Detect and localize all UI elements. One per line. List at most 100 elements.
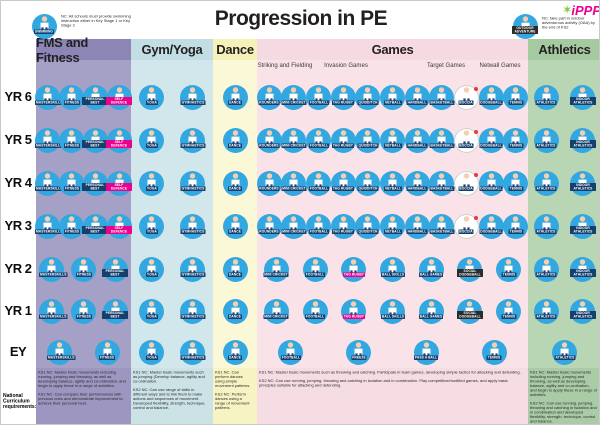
person-icon (462, 215, 471, 231)
activity-badge: TAG RUGBY (330, 127, 356, 153)
activity-badge-label: YOGA (145, 143, 158, 148)
person-icon (286, 341, 295, 357)
activity-badge: QUIDDITCH (355, 213, 381, 239)
activity-badge-label: PASS A BALL (414, 355, 439, 360)
activity-badge-banner: BOCCIA (453, 226, 479, 235)
activity-badge-banner: FITNESS (71, 269, 97, 278)
activity-badge: TAG RUGBY (341, 256, 367, 282)
activity-badge: QUIDDITCH (355, 170, 381, 196)
activity-badge-label: SWIMMING (33, 29, 55, 34)
activity-badge-label: GYMNASTICS (180, 186, 205, 191)
boccia-red-dot (473, 172, 478, 177)
activity-badge-banner: TENNIS (481, 352, 507, 361)
activity-badge: FITNESS (59, 213, 85, 239)
activity-badge: BASKETBALL (429, 84, 455, 110)
activity-badge-banner: MASTERSKILLS (34, 226, 64, 235)
person-icon (311, 258, 320, 274)
activity-badge: ATHLETICS (533, 84, 559, 110)
activity-badge: FITNESS (59, 127, 85, 153)
person-icon (188, 172, 197, 188)
activity-badge-banner: YOGA (139, 352, 165, 361)
activity-badge: TAG RUGBY (330, 170, 356, 196)
activity-badge: FITNESS (71, 298, 96, 324)
person-icon (67, 215, 76, 231)
activity-badge: BALL SKILLS (380, 298, 405, 324)
activity-badge-label: NETBALL (383, 229, 402, 234)
activity-badge-banner: MASTERSKILLS (34, 97, 64, 106)
activity-badge-banner: INDOOR ATHLETICS (569, 139, 596, 149)
person-icon (265, 86, 274, 102)
activity-badge-label: FITNESS (75, 314, 92, 319)
activity-badge: ROUNDERS (256, 170, 282, 196)
activity-badge-banner: DANCE (222, 311, 248, 320)
activity-badge-label: INDOOR ATHLETICS (569, 182, 596, 191)
activity-badge: MASTERSKILLS (34, 170, 64, 196)
activity-badge: PERSONAL BEST (102, 256, 129, 282)
activity-badge: TENNIS (496, 298, 522, 324)
activity-badge-label: BOCCIA (458, 186, 475, 191)
activity-badge: ROUNDERS (256, 213, 282, 239)
games-subheader-2: Target Games (426, 62, 466, 69)
activity-badge-label: MASTERSKILLS (34, 143, 64, 148)
activity-badge-label: FITNESS (63, 100, 80, 105)
person-icon (339, 129, 348, 145)
activity-badge-label: DANCE (227, 355, 243, 360)
activity-badge: ATHLETICS (533, 256, 559, 282)
activity-badge-label: PERSONAL BEST (102, 310, 129, 319)
activity-badge-banner: FOOTBALL (306, 140, 332, 149)
activity-badge: SOCIAL DODGEBALL (456, 256, 483, 282)
activity-badge-label: DANCE (227, 143, 243, 148)
person-icon (188, 258, 197, 274)
activity-badge: SELF DEFENCE (106, 213, 133, 239)
activity-badge-banner: SELF DEFENCE (106, 182, 133, 192)
activity-badge-banner: TENNIS (503, 226, 529, 235)
person-icon (511, 86, 520, 102)
activity-badge: SELF DEFENCE (106, 170, 133, 196)
activity-badge-banner: HANDBALL (404, 140, 430, 149)
column-header-athletics: Athletics (528, 39, 599, 60)
activity-badge-label: BOCCIA (458, 143, 475, 148)
nc-text-gym-ks1: KS1 NC: Master basic movements such as j… (133, 370, 205, 384)
person-icon (437, 129, 446, 145)
activity-badge: TAG RUGBY (330, 213, 356, 239)
activity-badge-banner: MINI CRICKET (281, 226, 307, 235)
activity-badge: GYMNASTICS (180, 127, 205, 153)
activity-badge-label: INDOOR ATHLETICS (569, 139, 596, 148)
person-icon (363, 215, 372, 231)
activity-badge: QUIDDITCH (355, 84, 381, 110)
activity-badge: TENNIS (503, 170, 529, 196)
person-icon (147, 300, 156, 316)
activity-badge-banner: BASKETBALL (429, 97, 455, 106)
person-icon (339, 86, 348, 102)
activity-badge-banner: FREEZE (346, 352, 372, 361)
activity-badge-label: DANCE (227, 229, 243, 234)
person-icon (314, 86, 323, 102)
activity-badge: TAG RUGBY (330, 84, 356, 110)
activity-badge: BOCCIA (453, 127, 479, 153)
activity-badge-label: FREEZE (350, 355, 367, 360)
activity-badge-label: ROUNDERS (258, 100, 281, 105)
yipp-logo: ✶iPPP (563, 3, 599, 18)
person-icon (43, 86, 52, 102)
activity-badge: ROUNDERS (256, 84, 282, 110)
activity-badge-banner: TAG RUGBY (330, 183, 356, 192)
activity-badge: FOOTBALL (302, 256, 328, 282)
activity-badge-banner: QUIDDITCH (355, 183, 381, 192)
person-icon (67, 129, 76, 145)
activity-badge-label: OUTDOOR ADVENTURE (512, 25, 538, 34)
person-icon (363, 86, 372, 102)
games-subheader-0: Striking and Fielding (257, 62, 313, 69)
activity-badge-banner: NETBALL (380, 97, 406, 106)
nc-text-athletics-ks2: KS2 NC: Can use running, jumping, throwi… (530, 401, 597, 424)
activity-badge-banner: DANCE (222, 226, 248, 235)
activity-badge: MINI CRICKET (281, 170, 307, 196)
person-icon (388, 172, 397, 188)
activity-badge-banner: FOOTBALL (306, 97, 332, 106)
row-label-ey: EY (9, 344, 27, 359)
person-icon (79, 300, 88, 316)
activity-badge-banner: TAG RUGBY (341, 269, 367, 278)
person-icon (231, 215, 239, 231)
person-icon (231, 300, 239, 316)
activity-badge-banner: ROUNDERS (256, 183, 282, 192)
